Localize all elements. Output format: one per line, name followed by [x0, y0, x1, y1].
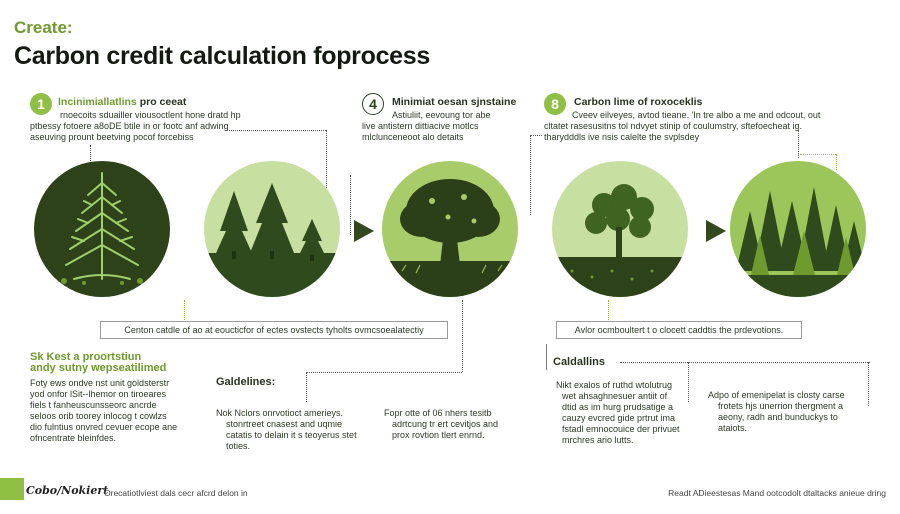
step-1-title-lead: lncinimiallatlins [58, 96, 137, 108]
dense-conifer-circle [34, 161, 170, 297]
connector-line [836, 154, 837, 170]
caldallins-col-2: Adpo of emenipelat is closty carse frote… [708, 390, 845, 434]
connector-line [620, 362, 870, 363]
left-body-line: yod onfor lSit--lhemor on tiroeares [30, 389, 167, 399]
guidelines-col-2-line: prox rovtion tlert enrnd. [392, 430, 485, 440]
connector-line [326, 130, 327, 200]
round-tree-illustration [552, 161, 688, 297]
guidelines-col-1: Nok Nclors onrvotioct amerieys. stonrtre… [216, 408, 357, 452]
guidelines-col-1-line: catatis to delain it s teoyerus stet [226, 430, 357, 440]
connector-line [462, 300, 463, 372]
arrow-right-icon [354, 220, 374, 242]
forest-illustration [730, 161, 866, 297]
caldallins-col-1-line: fstadl emnocouice der privuet [562, 424, 680, 434]
step-8-line: Cveev eilveyes, avtod tieane. 'In tre al… [572, 110, 821, 120]
calculation-note-box: Centon catdle of ao at eoucticfor of ect… [100, 321, 448, 339]
guidelines-col-2-line: Fopr otte of 06 nhers tesitb [384, 408, 492, 418]
left-body-line: dio fulntius onvred cevuer ecope ane [30, 422, 178, 432]
footer-accent-bar [0, 478, 24, 500]
step-8-body: Cveev eilveyes, avtod tieane. 'In tre al… [544, 110, 820, 143]
guidelines-col-1-line: stonrtreet cnasest and uqmie [226, 419, 343, 429]
young-forest-circle [204, 161, 340, 297]
footer-logo: Cobo/Nokiert [26, 484, 109, 497]
connector-line [530, 135, 542, 136]
caldallins-col-2-line: frotets hjs unerrion thergment a [718, 401, 844, 411]
step-4-line: Astiuliit, eevoung tor abe [392, 110, 491, 120]
mature-tree-circle [382, 161, 518, 297]
broadleaf-tree-illustration [382, 161, 518, 297]
step-4-body: Astiuliit, eevoung tor abe live antister… [362, 110, 491, 143]
conifer-tree-illustration [34, 161, 170, 297]
guidelines-col-2: Fopr otte of 06 nhers tesitb adrtcung tr… [384, 408, 498, 441]
step-1-line: ptbessy fotoere a8oDE btile in or footc … [30, 121, 229, 131]
connector-line [226, 130, 326, 131]
step-4-title: Minimiat oesan sjnstaine [392, 96, 517, 108]
guidelines-col-1-line: Nok Nclors onrvotioct amerieys. [216, 408, 344, 418]
connector-line [688, 362, 689, 402]
left-body-line: Foty ews ondve nst unit goldsterstr [30, 378, 170, 388]
step-1-number: 1 [30, 93, 52, 115]
connector-line [868, 362, 869, 406]
guidelines-col-2-line: adrtcung tr ert cevitjos and [392, 419, 499, 429]
step-4-number: 4 [362, 93, 384, 115]
caldallins-col-2-line: ataiots. [718, 423, 748, 433]
connector-line [608, 300, 609, 322]
connector-line [530, 135, 531, 215]
guidelines-col-1-line: toties. [226, 441, 251, 451]
step-8-number: 8 [544, 93, 566, 115]
caldallins-col-2-line: Adpo of emenipelat is closty carse [708, 390, 845, 400]
caldallins-label: Caldallins [553, 356, 605, 368]
footer-right-text: Readt ADieestesas Mand ootcodolt dtaltac… [668, 488, 886, 498]
caldallins-col-2-line: aeony, radh and bunduckys to [718, 412, 838, 422]
guidelines-label: Galdelines: [216, 376, 276, 388]
connector-line [800, 154, 836, 155]
connector-line [306, 372, 462, 373]
page-title: Carbon credit calculation foprocess [14, 42, 430, 70]
step-1-line: rnoecoits sduailler viousoctlent hone dr… [60, 110, 241, 120]
dense-forest-circle [730, 161, 866, 297]
step-1-line: aseuving prount beetving pocof forcebiss [30, 132, 194, 142]
connector-line [798, 130, 799, 158]
step-8-title: Carbon lime of roxoceklis [574, 96, 703, 108]
step-4-line: mlclunceneoot alo detaits [362, 132, 464, 142]
step-1-body: rnoecoits sduailler viousoctlent hone dr… [30, 110, 241, 143]
step-1-title: lncinimiallatlins pro ceeat [58, 96, 186, 108]
connector-line [350, 175, 351, 235]
connector-line [306, 372, 307, 402]
left-body-line: fiels t fanheuscunsseorc ancrde [30, 400, 157, 410]
arrow-right-icon [706, 220, 726, 242]
footer-left-text: Orecatiotlviest dals cecr afcrd delon in [104, 488, 248, 498]
step-8-line: tharydddls ive nsis calelte the svplsdey [544, 132, 700, 142]
left-body-line: ofncentrate bleinfdes. [30, 433, 117, 443]
caldallins-col-1-line: Nikt exalos of ruthd wtolutrug [556, 380, 673, 390]
left-subhead-2: andy sutny wepseatilimed [30, 362, 167, 374]
divider-line [546, 344, 547, 370]
production-note-box: Avlor ocmboultert t o clocett caddtis th… [556, 321, 802, 339]
step-1-title-rest: pro ceeat [136, 96, 187, 108]
caldallins-col-1-line: cauzy evcred gide prtrut ima [562, 413, 676, 423]
caldallins-col-1-line: mrchres ario lutts. [562, 435, 634, 445]
growing-tree-circle [552, 161, 688, 297]
left-body: Foty ews ondve nst unit goldsterstr yod … [30, 378, 177, 444]
connector-line [90, 145, 91, 161]
left-subhead-1: Sk Kest a proortstiun [30, 351, 142, 363]
step-8-line: cltatet rasesusitns tol ndvyet stinip of… [544, 121, 802, 131]
caldallins-col-1-line: dtid as im hurg prudsatige a [562, 402, 674, 412]
caldallins-col-1-line: wet ahsaghnesuer antiit of [562, 391, 668, 401]
left-body-line: seloos orib toorey inlocog t cowlzs [30, 411, 167, 421]
step-4-line: live antistern dittiacive motlcs [362, 121, 479, 131]
caldallins-col-1: Nikt exalos of ruthd wtolutrug wet ahsag… [556, 380, 680, 446]
connector-line [184, 300, 185, 322]
pine-trees-illustration [204, 161, 340, 297]
header-kicker: Create: [14, 18, 73, 37]
